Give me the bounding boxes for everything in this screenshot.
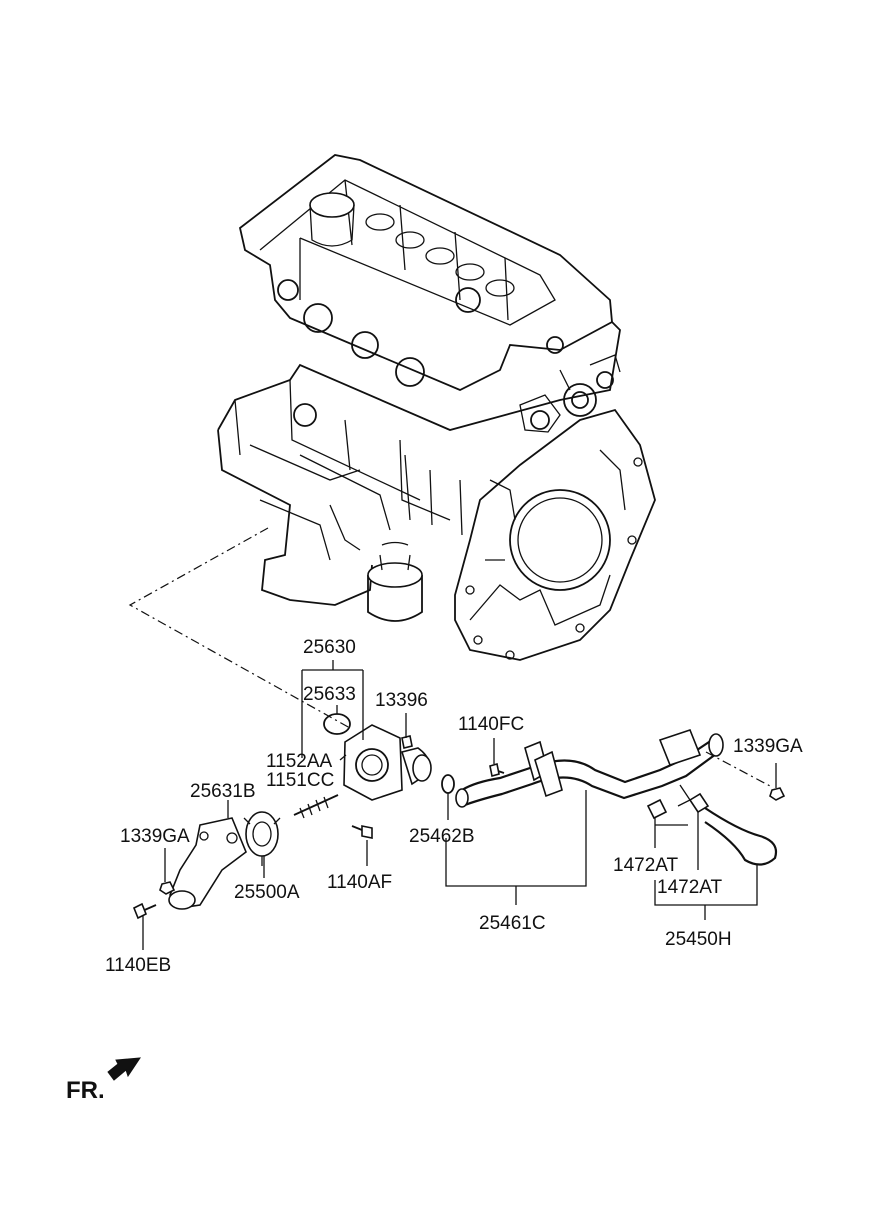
nut-1339GA-left — [159, 881, 176, 895]
label-25450H: 25450H — [665, 929, 732, 950]
front-arrow-icon — [107, 1057, 141, 1081]
nut-1339GA-right — [769, 787, 786, 801]
label-25500A: 25500A — [234, 882, 300, 903]
label-25631B: 25631B — [190, 781, 256, 802]
coolant-pipe — [455, 729, 724, 808]
bolt-1140AF — [351, 825, 373, 839]
label-25630: 25630 — [303, 637, 356, 658]
label-1339GA-left: 1339GA — [120, 826, 190, 847]
callout-lines — [142, 660, 777, 950]
engine-leader-line — [128, 527, 351, 729]
thermostat-housing — [168, 817, 247, 910]
label-25633: 25633 — [303, 684, 356, 705]
label-1472AT-b: 1472AT — [657, 877, 723, 898]
gasket-oring — [323, 713, 351, 735]
label-25461C: 25461C — [479, 913, 546, 934]
bypass-hose — [646, 792, 778, 866]
label-1151CC: 1151CC — [266, 770, 334, 791]
thermostat — [243, 811, 281, 866]
label-1140AF: 1140AF — [327, 872, 392, 893]
water-outlet-housing — [343, 724, 432, 801]
label-25462B: 25462B — [409, 826, 475, 847]
oring-25462B — [441, 774, 455, 794]
label-1152AA: 1152AA — [266, 751, 333, 772]
hose-leader-line — [705, 751, 771, 787]
label-1339GA-right: 1339GA — [733, 736, 803, 757]
label-1140FC: 1140FC — [458, 714, 524, 735]
front-label: FR. — [66, 1077, 105, 1104]
stud-bolt — [293, 794, 339, 819]
front-indicator: FR. — [66, 1057, 141, 1104]
label-13396: 13396 — [375, 690, 428, 711]
engine-assembly-drawing — [217, 154, 656, 661]
label-1472AT-a: 1472AT — [613, 855, 679, 876]
label-1140EB: 1140EB — [105, 955, 171, 976]
bolt-1140EB — [132, 902, 157, 920]
bolt-13396 — [401, 735, 413, 749]
